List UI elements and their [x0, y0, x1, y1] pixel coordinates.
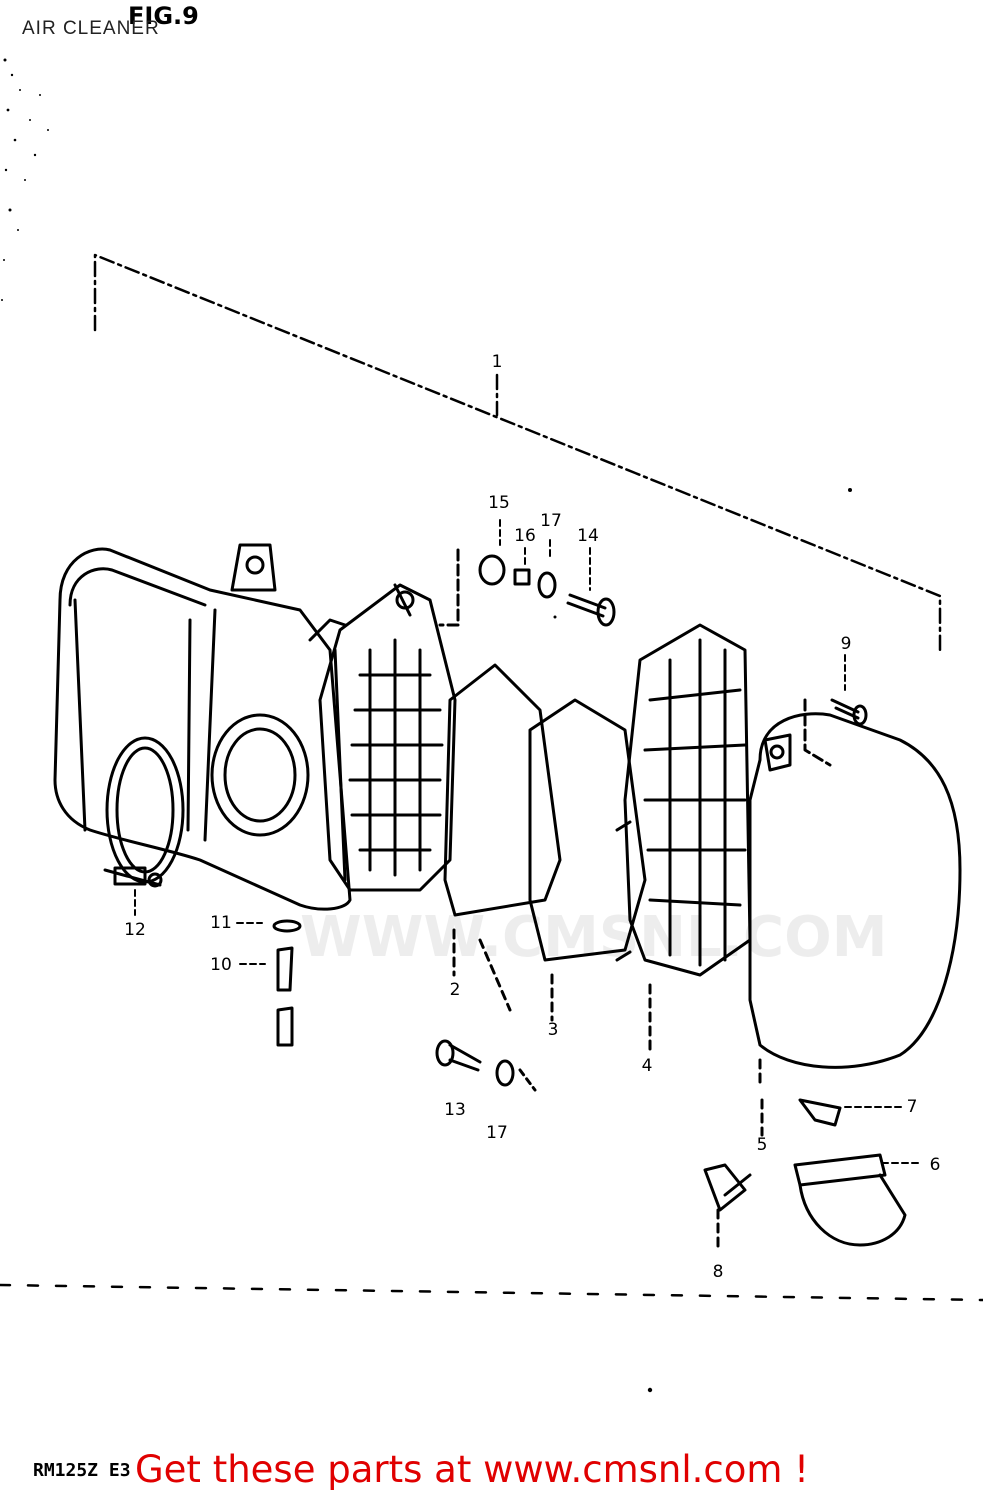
- callout-16[interactable]: 16: [514, 526, 536, 546]
- callout-17-top[interactable]: 17: [540, 511, 562, 531]
- air-cleaner-cover: [748, 712, 962, 1069]
- scan-noise: [1, 58, 852, 1393]
- filter-inner: [528, 698, 647, 962]
- callout-10[interactable]: 10: [210, 955, 232, 975]
- callout-11[interactable]: 11: [210, 913, 232, 933]
- drain-hose: [272, 919, 302, 1047]
- callout-2[interactable]: 2: [449, 980, 461, 1000]
- filter-element: [443, 663, 562, 1012]
- bolt-9: [803, 698, 868, 767]
- baseline-rule: [0, 1283, 983, 1302]
- callout-4[interactable]: 4: [641, 1056, 653, 1076]
- bolt-stack: [438, 548, 616, 627]
- promo-link[interactable]: Get these parts at www.cmsnl.com !: [135, 1448, 810, 1491]
- hose-clamp: [103, 736, 185, 888]
- callout-9[interactable]: 9: [840, 634, 852, 654]
- callout-5[interactable]: 5: [756, 1135, 768, 1155]
- figure-number: FIG.9: [128, 2, 199, 30]
- page-title: AIR CLEANER: [22, 18, 160, 39]
- callout-3[interactable]: 3: [547, 1020, 559, 1040]
- callout-15[interactable]: 15: [488, 493, 510, 513]
- screw-13: [435, 1039, 537, 1092]
- callout-8[interactable]: 8: [712, 1262, 724, 1282]
- filter-cage-rear: [615, 623, 752, 977]
- callout-13[interactable]: 13: [444, 1100, 466, 1120]
- filter-cage-front: [318, 583, 457, 892]
- air-cleaner-case: [53, 543, 352, 911]
- drain-cap: [134, 519, 919, 1252]
- callout-6[interactable]: 6: [929, 1155, 941, 1175]
- watermark: WWW.CMSNL.COM: [300, 905, 888, 970]
- callout-7[interactable]: 7: [906, 1097, 918, 1117]
- callout-1[interactable]: 1: [491, 352, 503, 372]
- assembly-bracket: [93, 253, 942, 652]
- callout-14[interactable]: 14: [577, 526, 599, 546]
- model-code: RM125Z E3: [33, 1460, 131, 1481]
- callout-12[interactable]: 12: [124, 920, 146, 940]
- callout-17-bottom[interactable]: 17: [486, 1123, 508, 1143]
